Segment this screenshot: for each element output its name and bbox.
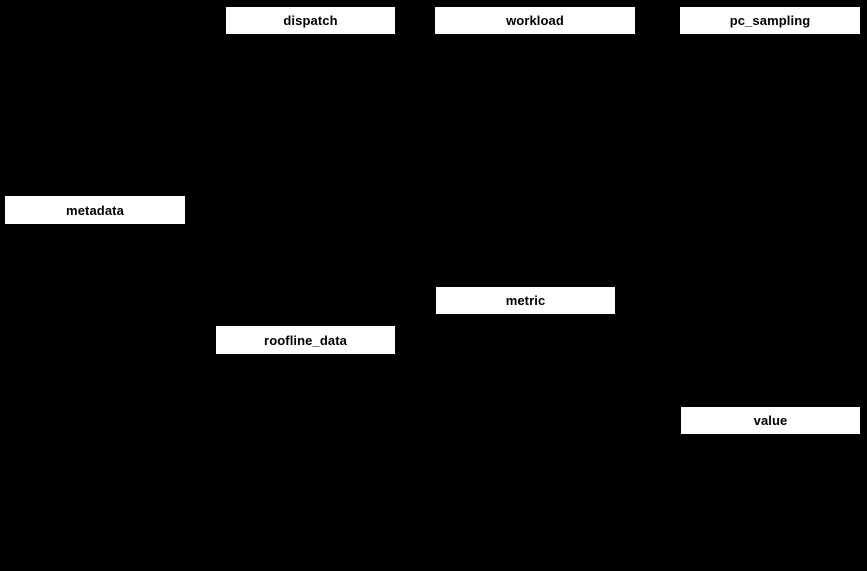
node-metadata: metadata <box>5 196 185 224</box>
node-roofline-data: roofline_data <box>216 326 395 354</box>
node-metric: metric <box>436 287 615 314</box>
node-value: value <box>681 407 860 434</box>
node-pc-sampling: pc_sampling <box>680 7 860 34</box>
node-dispatch: dispatch <box>226 7 395 34</box>
node-workload: workload <box>435 7 635 34</box>
